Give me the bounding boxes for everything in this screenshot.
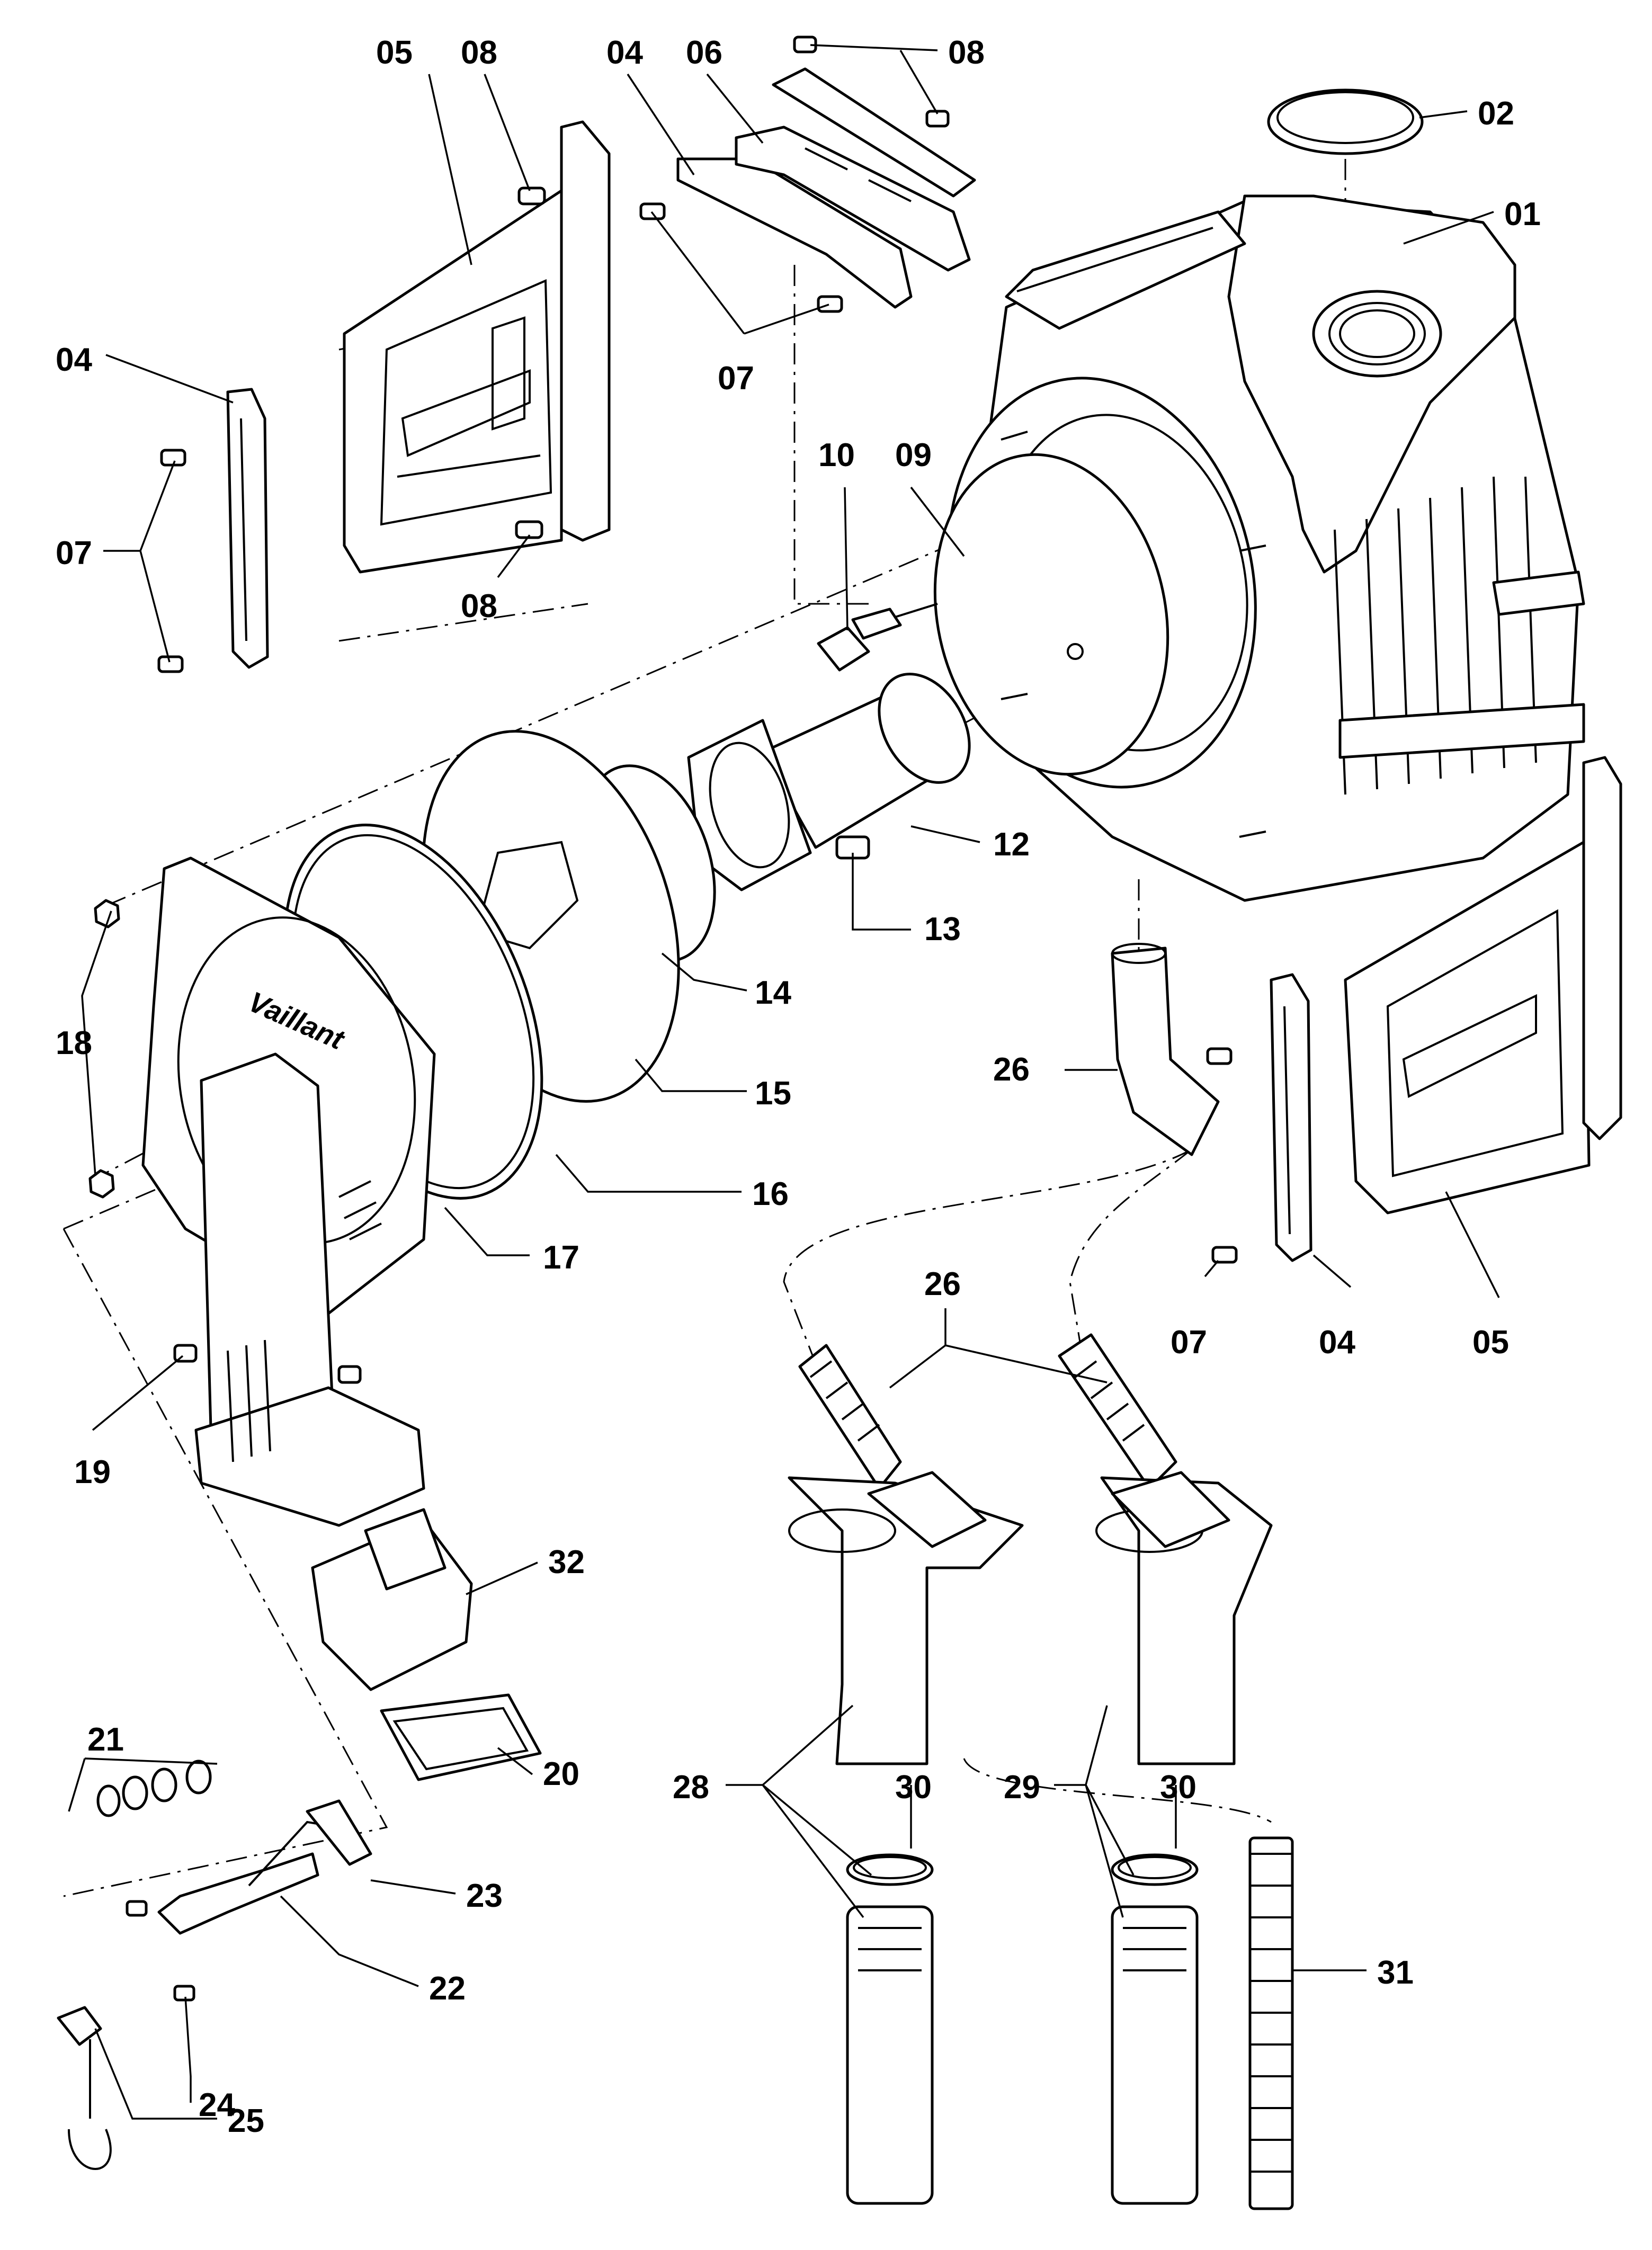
callout-label: 14 [755, 975, 791, 1011]
callout-label: 29 [1004, 1769, 1040, 1806]
callout-label: 28 [673, 1769, 709, 1806]
callout-label: 08 [461, 34, 497, 71]
callout-label: 01 [1504, 196, 1541, 233]
callout-label: 17 [543, 1239, 579, 1276]
leader-lines [68, 44, 1500, 2120]
callout-label: 25 [228, 2103, 264, 2139]
callout-label: 31 [1377, 1954, 1414, 1991]
callout-label: 20 [543, 1756, 579, 1792]
bracket-04-right [1270, 973, 1312, 1262]
callout-label: 26 [993, 1051, 1030, 1088]
heat-exchanger-01 [933, 194, 1585, 902]
siphons-28-29 [788, 1471, 1273, 2205]
sealing-ring-02 [1267, 88, 1424, 155]
callout-label: 13 [924, 911, 961, 948]
callout-label: 07 [718, 360, 754, 397]
callout-label: 15 [755, 1075, 791, 1112]
callout-label: 23 [466, 1878, 503, 1914]
bracket-04-left [226, 388, 269, 669]
callout-label: 18 [56, 1025, 92, 1061]
screws-07-08 [157, 35, 1238, 1264]
nuts-18 [88, 899, 120, 1199]
callout-label: 30 [1160, 1769, 1196, 1806]
callout-label: 08 [461, 588, 497, 624]
corrugated-hose-31 [1248, 1836, 1294, 2210]
callout-label: 30 [895, 1769, 932, 1806]
condensate-hoses-26 [798, 943, 1220, 1490]
sensor-10 [817, 603, 938, 672]
callout-label: 24 [199, 2087, 235, 2123]
callout-label: 06 [686, 34, 722, 71]
callout-label: 04 [1319, 1324, 1355, 1361]
fan-housing-17 [141, 856, 436, 1527]
callout-label: 04 [56, 342, 92, 378]
callout-label: 05 [376, 34, 413, 71]
o-rings-30 [846, 1853, 1199, 1886]
callout-label: 07 [56, 535, 92, 572]
callout-label: 02 [1478, 95, 1514, 132]
top-brackets-04-06 [676, 67, 976, 309]
callout-labels: 05 08 04 06 08 02 01 04 07 07 08 10 09 1… [56, 34, 1541, 2139]
callout-label: 07 [1171, 1324, 1207, 1361]
side-panel-05-left [343, 120, 611, 574]
gas-valve-32-and-gasket-20 [311, 1508, 542, 1781]
callout-label: 26 [924, 1266, 961, 1302]
callout-label: 08 [948, 34, 985, 71]
callout-label: 21 [87, 1721, 124, 1758]
callout-label: 32 [548, 1544, 585, 1581]
callout-label: 16 [752, 1176, 789, 1212]
side-panel-05-right [1344, 756, 1622, 1215]
burner-tube-12 [687, 673, 971, 891]
callout-label: 19 [74, 1454, 111, 1490]
callout-label: 10 [818, 437, 855, 474]
callout-label: 04 [606, 34, 643, 71]
electrode-assembly-21-25 [57, 1760, 372, 2170]
callout-label: 09 [895, 437, 932, 474]
callout-label: 05 [1472, 1324, 1509, 1361]
callout-label: 12 [993, 826, 1030, 863]
callout-label: 22 [429, 1970, 466, 2007]
